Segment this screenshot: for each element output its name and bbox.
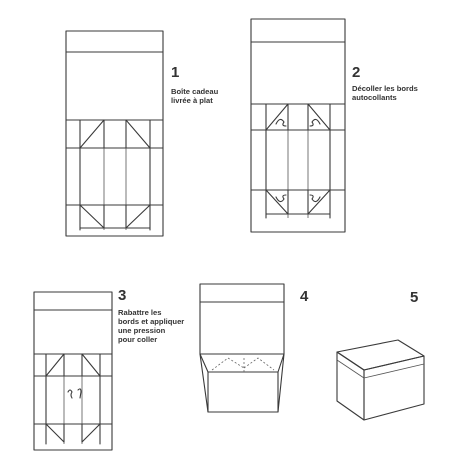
press-mark-icon bbox=[67, 389, 73, 399]
step-3-caption-line: Rabattre les bbox=[118, 308, 161, 317]
step-4-open-box bbox=[199, 283, 285, 413]
corner-gusset bbox=[79, 204, 105, 229]
corner-gusset bbox=[125, 119, 151, 149]
step-3-caption-line: une pression bbox=[118, 326, 166, 335]
step-1-caption-line: livrée à plat bbox=[171, 96, 213, 105]
box-outline bbox=[33, 291, 113, 451]
press-mark-icon bbox=[77, 388, 82, 399]
corner-gusset bbox=[125, 204, 151, 229]
step-3-caption-line: pour coller bbox=[118, 335, 157, 344]
step-2-peel-box bbox=[250, 18, 346, 233]
lid-panel bbox=[199, 283, 285, 355]
step-1-caption-line: Boîte cadeau bbox=[171, 87, 219, 96]
step-4-number: 4 bbox=[300, 288, 309, 305]
step-2-number: 2 bbox=[352, 64, 360, 81]
peel-tab-icon bbox=[275, 118, 287, 127]
step-3-caption-line: bords et appliquer bbox=[118, 317, 184, 326]
peel-tab-icon bbox=[275, 194, 287, 203]
step-3-number: 3 bbox=[118, 287, 126, 304]
peel-tab-icon bbox=[309, 194, 321, 203]
step-5-number: 5 bbox=[410, 289, 418, 306]
step-2-caption-line: Décoller les bords bbox=[352, 84, 418, 93]
box-top bbox=[336, 339, 425, 371]
step-2-caption-line: autocollants bbox=[352, 93, 397, 102]
corner-gusset bbox=[79, 119, 105, 149]
box-outline bbox=[250, 18, 346, 233]
step-1-flat-box bbox=[65, 30, 164, 237]
fold-guide bbox=[211, 357, 245, 371]
step-3-fold-box bbox=[33, 291, 113, 451]
box-side-left bbox=[336, 351, 365, 421]
step-1-number: 1 bbox=[171, 64, 179, 81]
fold-guide bbox=[243, 357, 275, 371]
box-side-front bbox=[363, 355, 425, 421]
box-body bbox=[207, 371, 279, 413]
peel-tab-icon bbox=[309, 118, 321, 127]
step-5-closed-box bbox=[336, 339, 425, 421]
box-outline bbox=[65, 30, 164, 237]
